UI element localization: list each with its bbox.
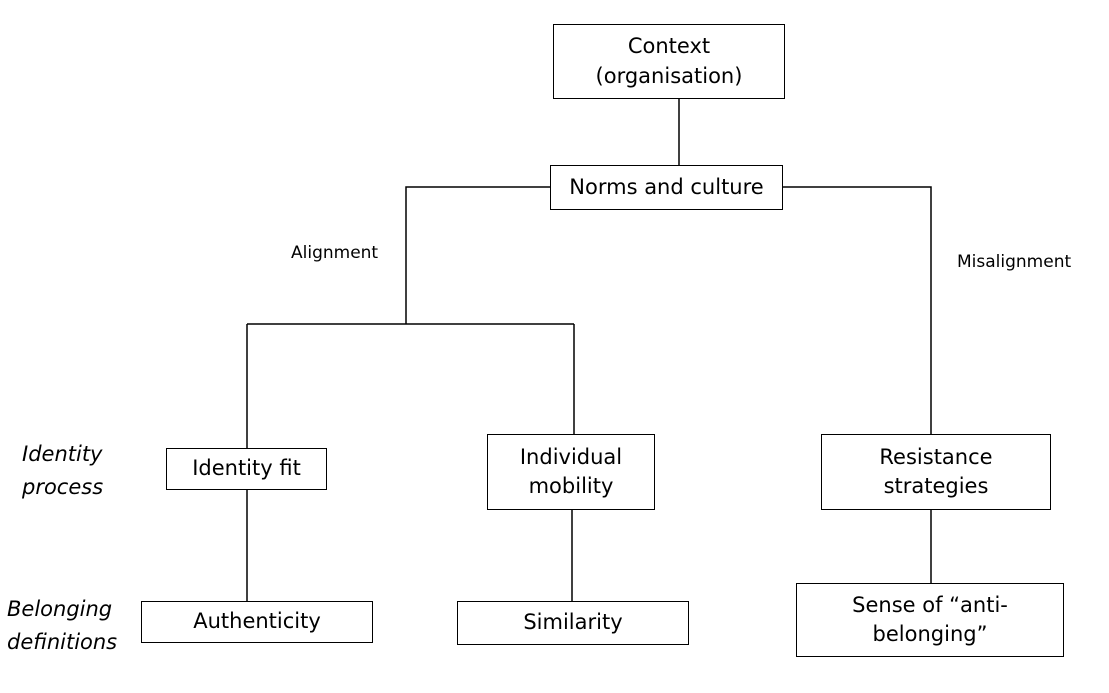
context-line-2: (organisation) xyxy=(595,63,743,88)
norms-node: Norms and culture xyxy=(550,165,783,210)
belonging-definitions-line-2: definitions xyxy=(7,629,118,654)
connector-norms-alignment xyxy=(405,186,550,324)
anti-belonging-line-2: belonging” xyxy=(872,622,988,646)
belonging-definitions-label: Belonging definitions xyxy=(7,593,117,658)
context-line-1: Context xyxy=(627,34,711,59)
anti-belonging-node: Sense of “anti- belonging” xyxy=(796,583,1064,657)
resistance-line-2: strategies xyxy=(883,474,989,498)
similarity-node: Similarity xyxy=(457,601,689,645)
norms-label: Norms and culture xyxy=(569,174,764,199)
resistance-line-1: Resistance xyxy=(879,444,993,469)
context-node: Context (organisation) xyxy=(553,24,785,99)
alignment-label: Alignment xyxy=(291,243,379,263)
identity-process-label: Identity process xyxy=(22,438,103,503)
anti-belonging-line-1: Sense of “anti- xyxy=(852,592,1008,617)
identity-process-line-1: Identity xyxy=(22,442,103,466)
identity-fit-label: Identity fit xyxy=(192,456,301,481)
individual-mobility-line-1: Individual xyxy=(519,444,623,469)
authenticity-node: Authenticity xyxy=(141,601,373,643)
individual-mobility-line-2: mobility xyxy=(528,474,614,498)
identity-process-line-2: process xyxy=(22,474,104,499)
connector-norms-misalignment xyxy=(783,186,932,434)
authenticity-label: Authenticity xyxy=(193,609,321,634)
similarity-label: Similarity xyxy=(523,610,623,635)
misalignment-label: Misalignment xyxy=(957,252,1072,272)
individual-mobility-node: Individual mobility xyxy=(487,434,655,510)
belonging-definitions-line-1: Belonging xyxy=(7,597,113,621)
resistance-strategies-node: Resistance strategies xyxy=(821,434,1051,510)
identity-fit-node: Identity fit xyxy=(166,448,327,490)
